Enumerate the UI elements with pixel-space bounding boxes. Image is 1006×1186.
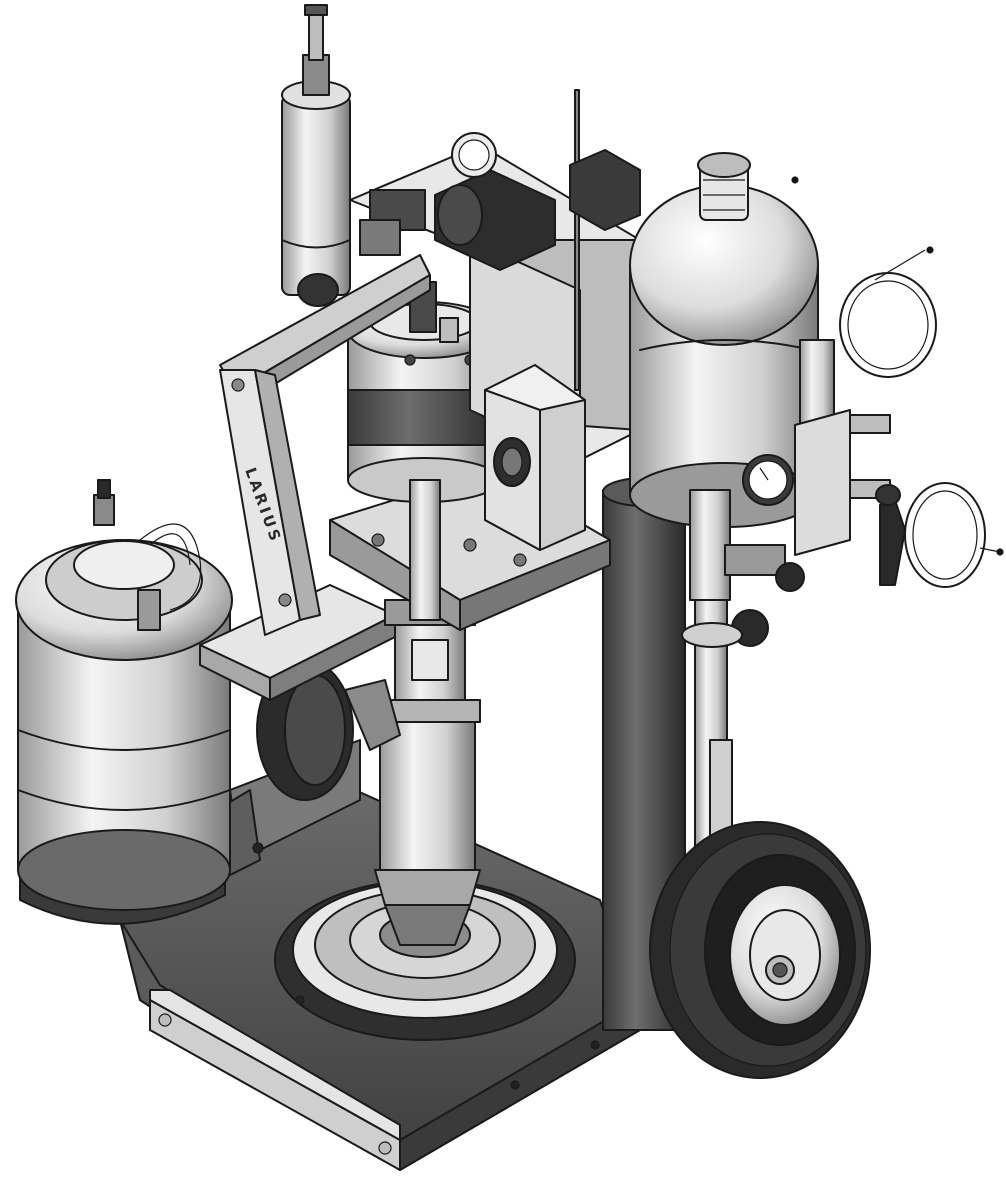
left-pressure-tank xyxy=(15,479,233,925)
air-filter-bowl xyxy=(281,4,351,307)
hose-coils xyxy=(839,249,1001,588)
air-regulator xyxy=(359,132,641,271)
lower-pump xyxy=(344,599,481,946)
lever-arm: LARIUS xyxy=(219,254,431,636)
outlet-manifold xyxy=(742,339,906,586)
lever-foot-tray xyxy=(199,584,396,701)
electrical-box xyxy=(484,364,586,551)
tank-outlet-fittings xyxy=(681,489,805,648)
fastener-details xyxy=(295,176,1004,1090)
front-wheel-right xyxy=(649,821,871,1079)
